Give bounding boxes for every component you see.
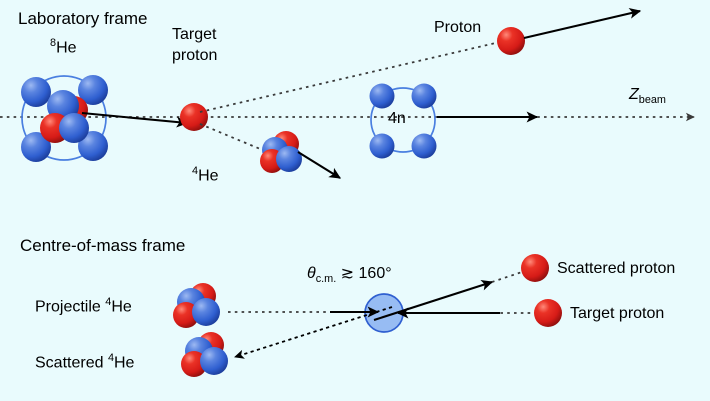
proton-outgoing-arrow [523, 8, 642, 40]
he4-cluster-projectile [173, 283, 220, 328]
he8-mass-number: 8 [50, 37, 57, 49]
scattered-he4-label: Scattered 4He [35, 352, 134, 373]
he4-symbol: He [198, 167, 219, 185]
projectile-he4-label: Projectile 4He [35, 296, 132, 317]
z-beam-axis-label: Zbeam [629, 86, 666, 107]
four-neutron-cluster [369, 83, 437, 159]
lab-frame-title: Laboratory frame [18, 9, 148, 28]
target-proton-label-line1: Target [172, 26, 217, 43]
he8-symbol: He [56, 39, 77, 57]
projectile-mass-number: 4 [105, 296, 112, 308]
he4-mass-number: 4 [192, 165, 199, 177]
z-axis-subscript: beam [638, 94, 666, 107]
theta-symbol: θ [307, 265, 316, 282]
scattered-prefix: Scattered [35, 354, 108, 372]
scattered-proton-sphere-cm [521, 254, 549, 282]
scattered-mass-number: 4 [107, 352, 114, 364]
target-proton-label-line2: proton [172, 47, 218, 64]
cm-frame-title: Centre-of-mass frame [20, 236, 186, 255]
projectile-prefix: Projectile [35, 298, 106, 316]
projectile-symbol: He [111, 298, 132, 316]
theta-subscript: c.m. [315, 273, 337, 286]
he4-cluster-lab [260, 131, 302, 173]
proton-label: Proton [434, 19, 482, 36]
he4-cluster-scattered [181, 332, 228, 377]
z-axis-symbol: Z [629, 86, 639, 103]
scattered-symbol: He [114, 354, 135, 372]
proton-dotted-path [199, 41, 501, 113]
target-proton-sphere [180, 103, 208, 131]
he8-trajectory-arrow [81, 111, 189, 128]
target-proton-sphere-cm [534, 299, 562, 327]
scattered-he4-path [234, 306, 393, 359]
he4-outgoing-arrow [297, 151, 341, 179]
cm-angle-label: θc.m. ≳ 160° [307, 265, 392, 286]
he8-nucleus [21, 75, 108, 162]
scattered-proton-outgoing-path [373, 271, 523, 321]
he8-label: 8He [50, 37, 77, 58]
theta-relation-value: ≳ 160° [336, 265, 392, 282]
he4-label-lab: 4He [192, 165, 219, 186]
four-n-label: 4n [388, 110, 406, 127]
scattered-proton-label-cm: Scattered proton [557, 260, 676, 277]
he4-dotted-path [199, 123, 266, 152]
target-proton-label-cm: Target proton [570, 305, 665, 322]
scattered-proton-sphere-lab [497, 27, 525, 55]
